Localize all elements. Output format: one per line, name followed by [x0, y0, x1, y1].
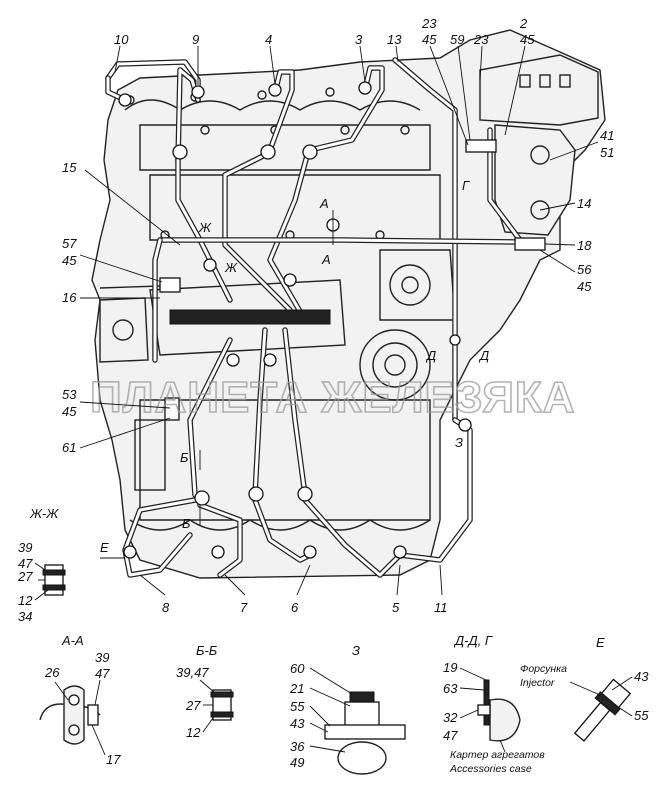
- detail-zh-zh-title: Ж-Ж: [29, 506, 59, 521]
- callouts: 10 9 4 3 13 23 45 59 23 2 45 41 51 14 18…: [62, 16, 614, 615]
- detail-label: 32: [443, 710, 458, 725]
- callout-top: 23: [473, 32, 489, 47]
- detail-e: Е Форсунка Injector 43 55: [520, 635, 649, 742]
- detail-z: З 60 21 55 43 36 49: [289, 643, 406, 775]
- section-mark-d-1: Д: [425, 348, 436, 363]
- callout-left: 53: [62, 387, 77, 402]
- callout-top: 45: [520, 32, 535, 47]
- section-mark-b-1: Б: [180, 450, 189, 465]
- detail-label: 47: [443, 728, 458, 743]
- detail-label: 63: [443, 681, 458, 696]
- detail-label: 60: [290, 661, 305, 676]
- callout-top: 13: [387, 32, 402, 47]
- section-mark-e: Е: [100, 540, 109, 555]
- callout-right: 14: [577, 196, 591, 211]
- callout-top: 4: [265, 32, 272, 47]
- detail-label: 43: [634, 669, 649, 684]
- leader-lines: [79, 45, 599, 596]
- callout-right: 51: [600, 145, 614, 160]
- detail-zh-zh: Ж-Ж 39 47 27 12 34: [17, 506, 66, 624]
- injector-note-ru: Форсунка: [520, 663, 567, 675]
- detail-label: 43: [290, 716, 305, 731]
- accessories-case-note-ru: Картер агрегатов: [450, 749, 545, 761]
- callout-left: 45: [62, 253, 77, 268]
- detail-label: 27: [185, 698, 201, 713]
- callout-left: 61: [62, 440, 76, 455]
- callout-top: 3: [355, 32, 363, 47]
- detail-b-b-title: Б-Б: [196, 643, 218, 658]
- callout-top: 23: [421, 16, 437, 31]
- fuel-pipes: [105, 57, 523, 578]
- callout-left: 45: [62, 404, 77, 419]
- callout-right: 41: [600, 128, 614, 143]
- detail-label: 39,47: [176, 665, 209, 680]
- callout-right: 45: [577, 279, 592, 294]
- section-mark-g: Г: [462, 178, 470, 193]
- section-mark-zh-1: Ж: [198, 220, 212, 235]
- detail-a-a-title: А-А: [61, 633, 84, 648]
- detail-label: 27: [17, 569, 33, 584]
- section-mark-a-top: А: [319, 196, 329, 211]
- detail-z-title: З: [352, 643, 360, 658]
- detail-d-g-title: Д-Д, Г: [453, 633, 493, 648]
- detail-label: 17: [106, 752, 121, 767]
- detail-label: 39: [18, 540, 32, 555]
- detail-label: 49: [290, 755, 304, 770]
- callout-top: 45: [422, 32, 437, 47]
- callout-top: 9: [192, 32, 199, 47]
- section-mark-a-mid: А: [321, 252, 331, 267]
- detail-e-title: Е: [596, 635, 605, 650]
- detail-label: 55: [290, 699, 305, 714]
- callout-bottom: 5: [392, 600, 400, 615]
- detail-label: 55: [634, 708, 649, 723]
- detail-a-a: А-А 26 39 47 17: [39, 633, 121, 767]
- callout-top: 59: [450, 32, 464, 47]
- callout-bottom: 6: [291, 600, 299, 615]
- detail-label: 39: [95, 650, 109, 665]
- fittings: [118, 81, 546, 559]
- callout-left: 15: [62, 160, 77, 175]
- injector-note-en: Injector: [520, 677, 555, 689]
- detail-d-g: Д-Д, Г 19 63 32 47 Картер агрегатов Acce…: [443, 633, 545, 775]
- section-mark-z: З: [455, 435, 463, 450]
- detail-label: 19: [443, 660, 457, 675]
- callout-bottom: 8: [162, 600, 170, 615]
- callout-bottom: 7: [240, 600, 248, 615]
- callout-left: 16: [62, 290, 77, 305]
- watermark-text: ПЛАНЕТА ЖЕЛЕЗЯКА: [90, 373, 576, 422]
- section-mark-d-2: Д: [478, 348, 489, 363]
- callout-right: 56: [577, 262, 592, 277]
- callout-left: 57: [62, 236, 77, 251]
- detail-label: 47: [18, 556, 33, 571]
- callout-bottom: 11: [434, 600, 448, 615]
- detail-label: 36: [290, 739, 305, 754]
- detail-b-b: Б-Б 39,47 27 12: [176, 643, 234, 740]
- section-marks: А А Ж Ж Г Д Д З Б Б Е: [100, 178, 489, 559]
- callout-top: 10: [114, 32, 129, 47]
- detail-label: 47: [95, 666, 110, 681]
- detail-label: 21: [289, 681, 304, 696]
- detail-label: 34: [18, 609, 32, 624]
- detail-label: 12: [186, 725, 201, 740]
- callout-right: 18: [577, 238, 592, 253]
- callout-top: 2: [519, 16, 528, 31]
- accessories-case-note-en: Accessories case: [449, 763, 532, 775]
- section-mark-b-2: Б: [182, 516, 191, 531]
- detail-label: 26: [44, 665, 60, 680]
- section-mark-zh-2: Ж: [224, 260, 238, 275]
- engine-block: [91, 29, 606, 579]
- detail-label: 12: [18, 593, 33, 608]
